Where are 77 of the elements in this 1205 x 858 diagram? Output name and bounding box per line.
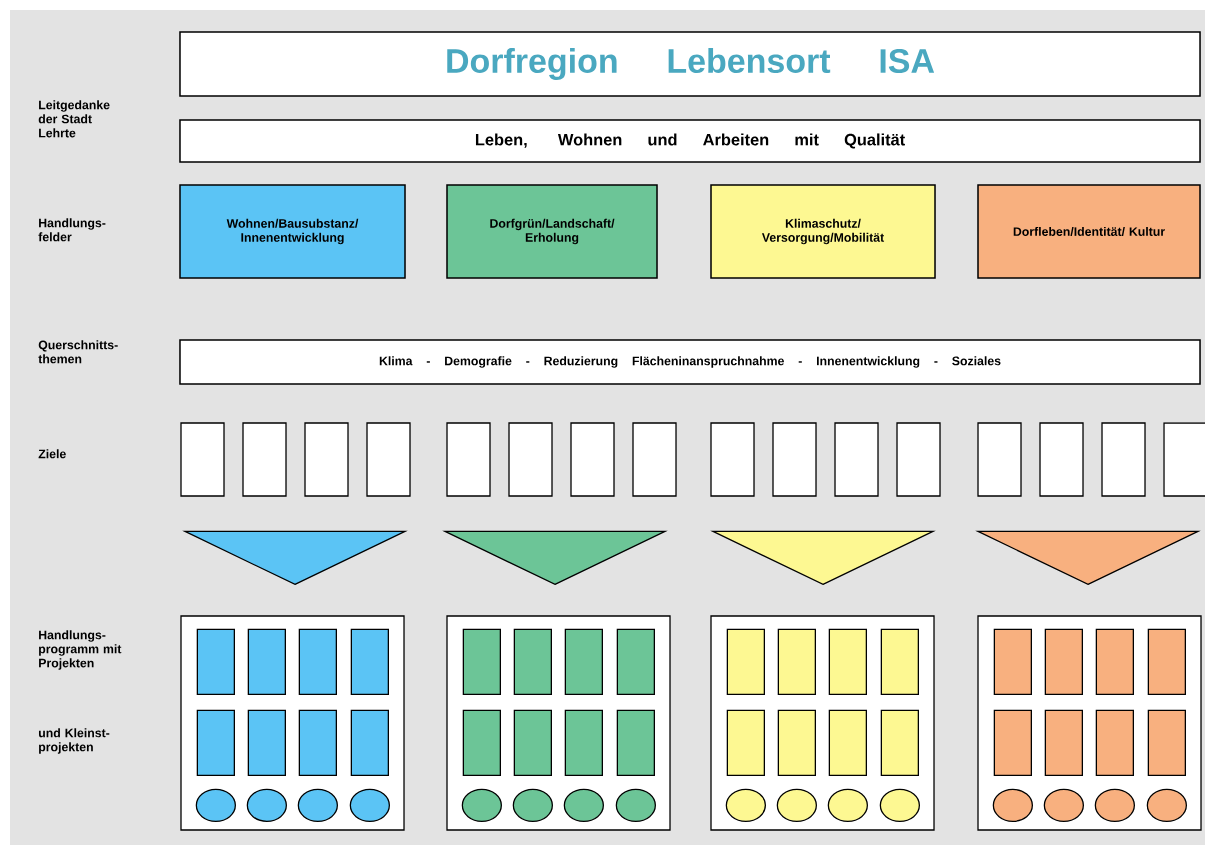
goal-box <box>304 422 349 497</box>
project-box <box>350 628 389 695</box>
small-project-circle <box>246 788 287 822</box>
row-label: und Kleinst- projekten <box>39 728 110 754</box>
small-project-circle <box>725 788 766 822</box>
project-box <box>616 628 655 695</box>
project-box <box>616 709 655 776</box>
project-box <box>1147 709 1186 776</box>
small-project-circle <box>879 788 920 822</box>
small-project-circle <box>1043 788 1084 822</box>
project-box <box>564 709 603 776</box>
project-box <box>1147 628 1186 695</box>
goal-box <box>1101 422 1146 497</box>
project-box <box>726 628 765 695</box>
goal-box <box>242 422 287 497</box>
goal-box <box>446 422 491 497</box>
goal-box <box>508 422 553 497</box>
small-project-circle <box>349 788 390 822</box>
action-field-box: Wohnen/Bausubstanz/ Innenentwicklung <box>179 184 406 279</box>
project-box <box>350 709 389 776</box>
small-project-circle <box>827 788 868 822</box>
project-box <box>247 709 286 776</box>
goal-box <box>632 422 677 497</box>
project-box <box>298 628 337 695</box>
project-box <box>1095 628 1134 695</box>
project-box <box>777 628 816 695</box>
goal-box <box>772 422 817 497</box>
goal-box <box>1039 422 1084 497</box>
action-field-box: Dorfleben/Identität/ Kultur <box>977 184 1201 279</box>
project-box <box>513 628 552 695</box>
project-box <box>993 628 1032 695</box>
row-label: Querschnitts- themen <box>38 340 118 364</box>
goal-box <box>1163 422 1205 497</box>
row-label: Handlungs- programm mit Projekten <box>39 630 122 670</box>
small-project-circle <box>615 788 656 822</box>
project-box <box>1044 709 1083 776</box>
project-box <box>828 709 867 776</box>
goal-box <box>366 422 411 497</box>
cross-cutting-theme-bar: Klima - Demografie - Reduzierung Flächeninanspruchnahme - Innenentwicklung - Soziales <box>179 339 1201 385</box>
project-box <box>1044 628 1083 695</box>
project-box <box>564 628 603 695</box>
project-box <box>462 628 501 695</box>
small-project-circle <box>563 788 604 822</box>
action-field-box: Klimaschutz/ Versorgung/Mobilität <box>710 184 936 279</box>
project-box <box>726 709 765 776</box>
goal-box <box>710 422 755 497</box>
project-box <box>513 709 552 776</box>
project-box <box>462 709 501 776</box>
project-box <box>880 709 919 776</box>
project-box <box>828 628 867 695</box>
small-project-circle <box>1146 788 1187 822</box>
project-box <box>196 709 235 776</box>
goal-box <box>180 422 225 497</box>
project-box <box>298 709 337 776</box>
goal-box <box>977 422 1022 497</box>
title-box: Dorfregion Lebensort ISA <box>179 31 1201 97</box>
project-box <box>196 628 235 695</box>
row-label: Handlungs- felder <box>38 218 106 242</box>
project-box <box>880 628 919 695</box>
goal-box <box>570 422 615 497</box>
row-label: Ziele <box>38 449 66 459</box>
small-project-circle <box>461 788 502 822</box>
small-project-circle <box>512 788 553 822</box>
small-project-circle <box>1094 788 1135 822</box>
project-box <box>1095 709 1134 776</box>
action-field-box: Dorfgrün/Landschaft/ Erholung <box>446 184 658 279</box>
small-project-circle <box>992 788 1033 822</box>
project-box <box>993 709 1032 776</box>
goal-box <box>834 422 879 497</box>
guiding-principle-box: Leben, Wohnen und Arbeiten mit Qualität <box>179 119 1201 163</box>
small-project-circle <box>297 788 338 822</box>
goal-box <box>896 422 941 497</box>
small-project-circle <box>776 788 817 822</box>
row-label: Leitgedanke der Stadt Lehrte <box>38 100 110 138</box>
project-box <box>247 628 286 695</box>
project-box <box>777 709 816 776</box>
small-project-circle <box>195 788 236 822</box>
